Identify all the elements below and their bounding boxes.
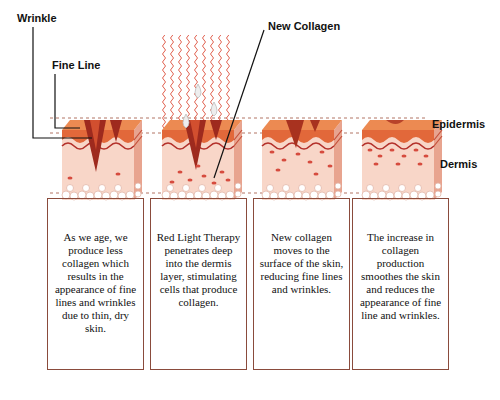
caption-text: New collagen moves to the surface of the… bbox=[258, 231, 345, 296]
part-label: Fine Line bbox=[52, 59, 100, 72]
part-label: Epidermis bbox=[432, 118, 485, 131]
caption-text: The increase in collagen production smoo… bbox=[357, 231, 444, 322]
caption-text: As we age, we produce less collagen whic… bbox=[52, 231, 139, 335]
caption-box: Red Light Therapy penetrates deep into t… bbox=[150, 198, 247, 370]
part-label: New Collagen bbox=[268, 20, 340, 33]
caption-box: The increase in collagen production smoo… bbox=[352, 198, 449, 370]
caption-box: New collagen moves to the surface of the… bbox=[253, 198, 350, 370]
part-label: Dermis bbox=[440, 158, 477, 171]
caption-box: As we age, we produce less collagen whic… bbox=[47, 198, 144, 370]
caption-text: Red Light Therapy penetrates deep into t… bbox=[155, 231, 242, 309]
part-label: Wrinkle bbox=[17, 12, 57, 25]
